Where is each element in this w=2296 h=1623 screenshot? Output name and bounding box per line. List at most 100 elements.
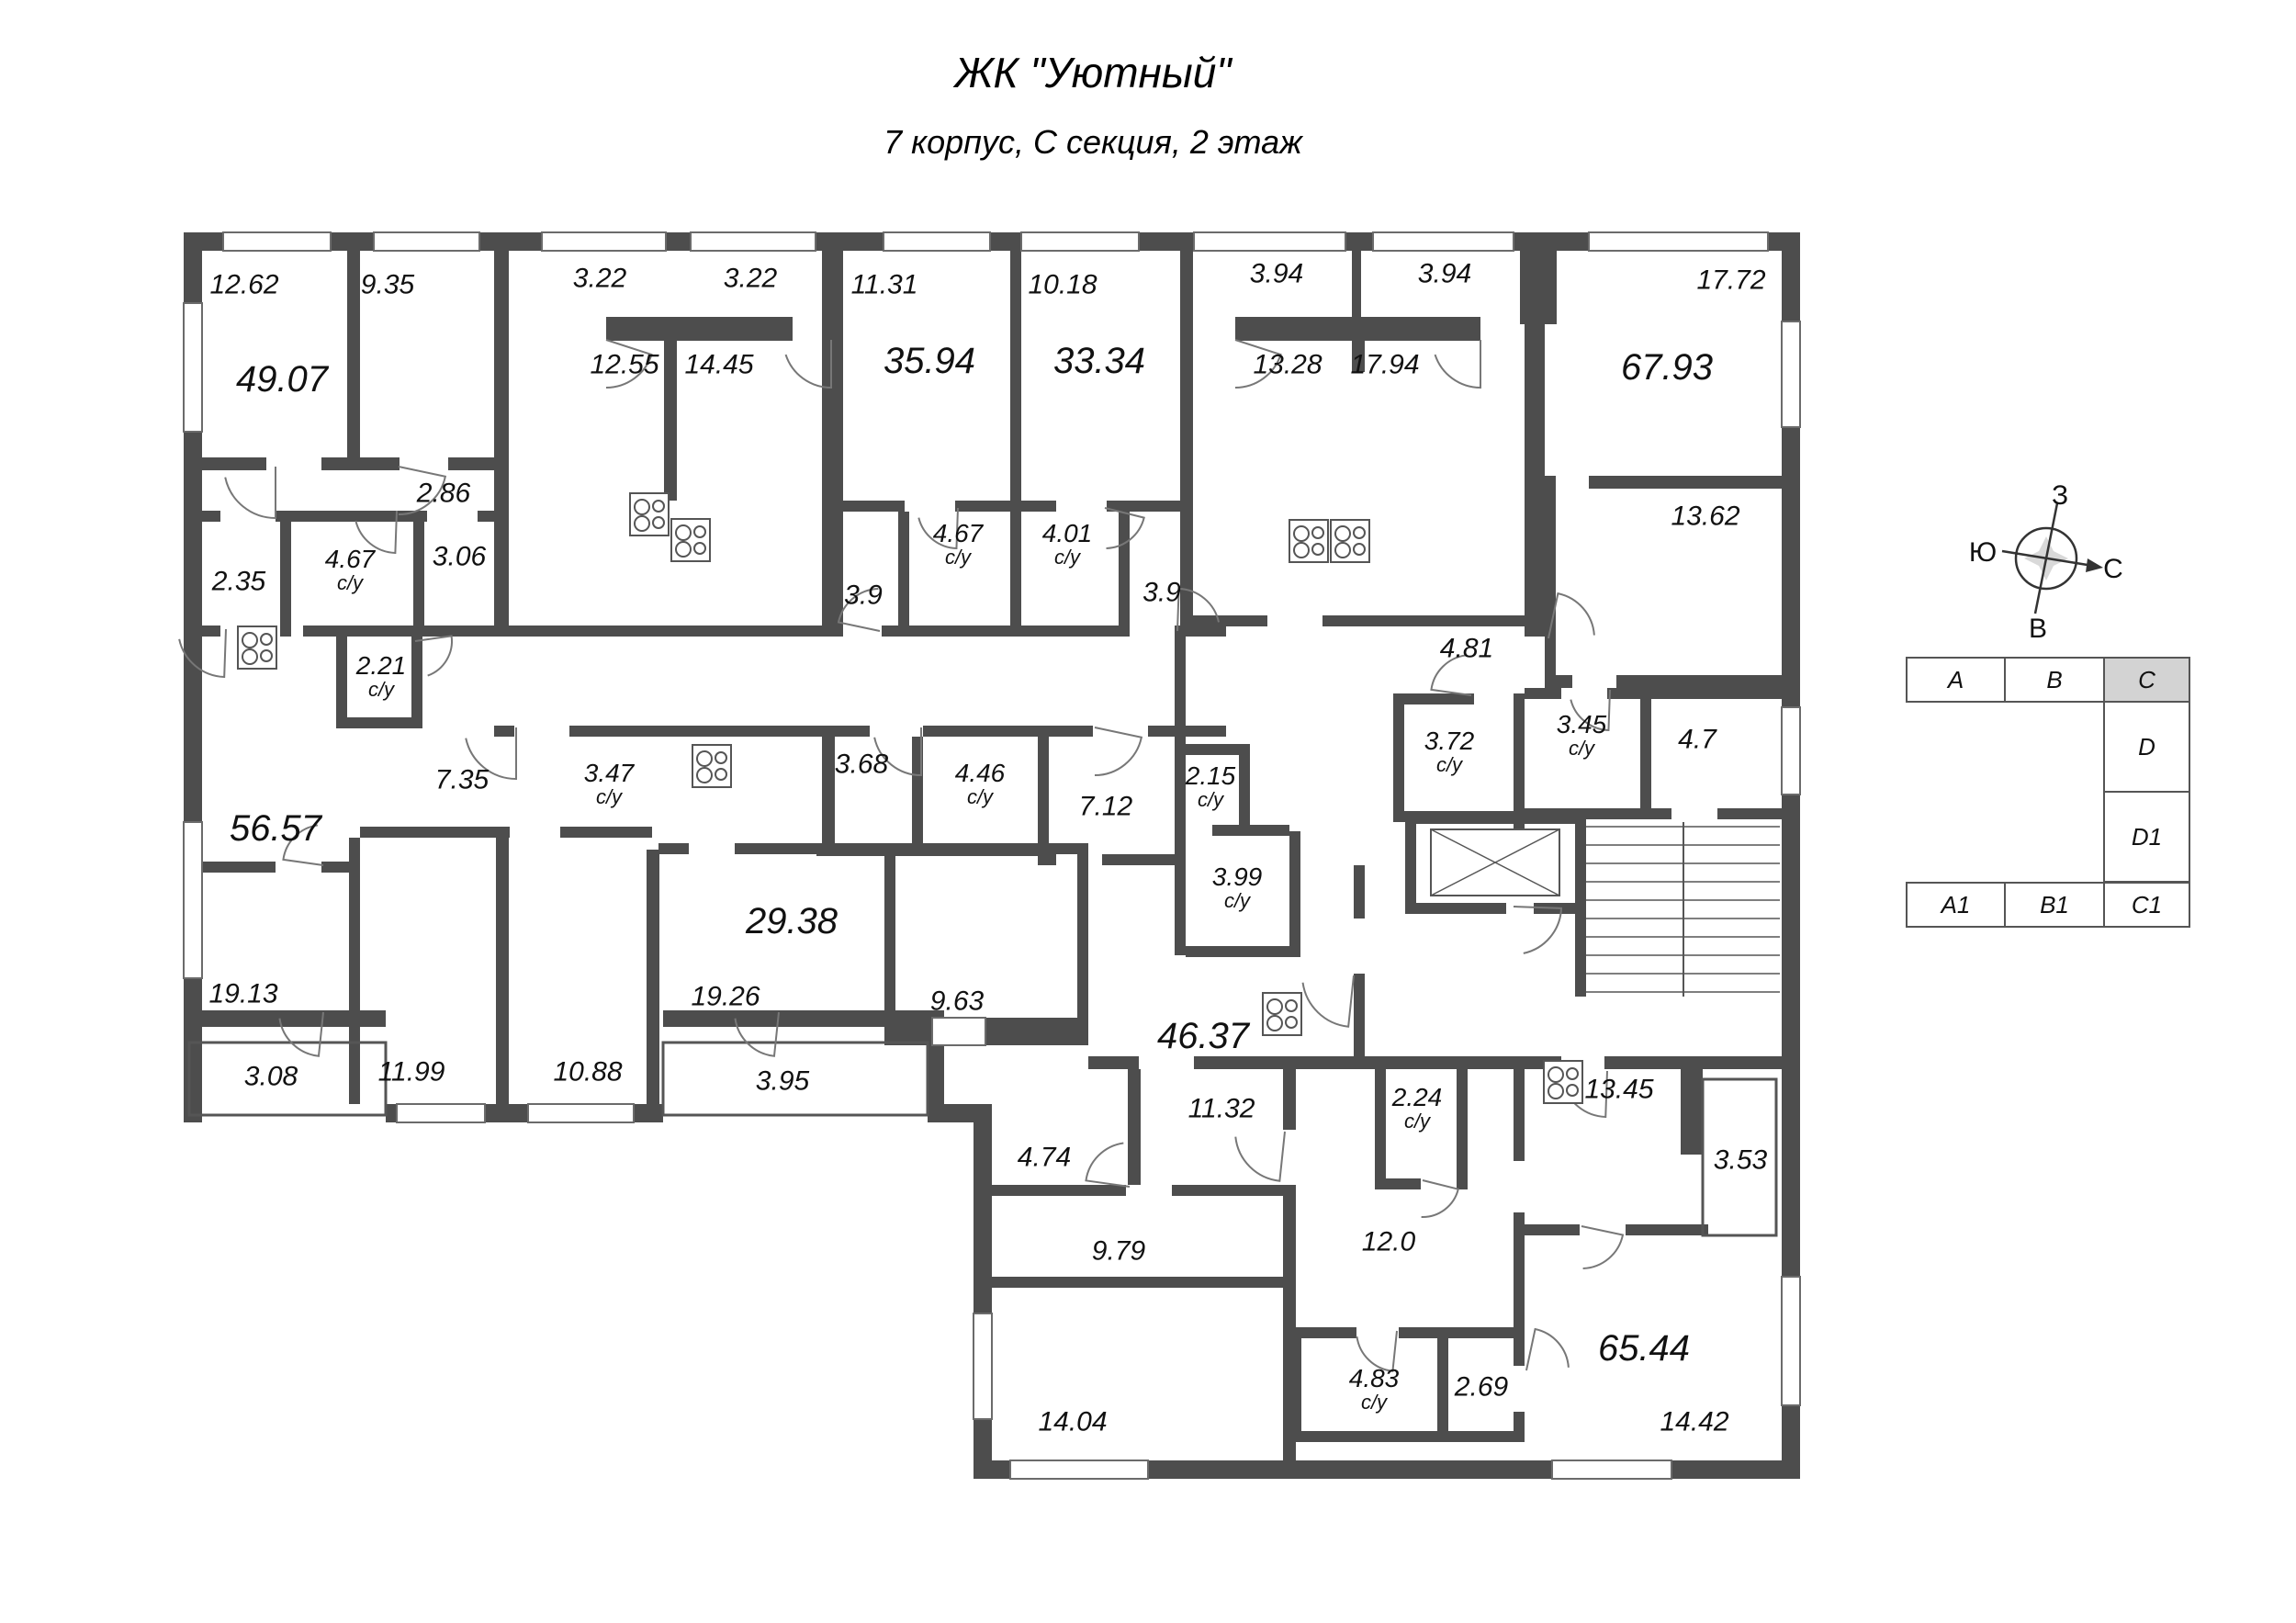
area-value: 49.07 bbox=[235, 359, 329, 400]
area-label-hall-3-22-b: 3.22 bbox=[724, 264, 777, 293]
area-value: 3.99 bbox=[1211, 862, 1263, 891]
area-label-room-3-68: 3.68 bbox=[835, 750, 888, 779]
compass-south-label: Ю bbox=[1968, 537, 1998, 568]
area-value: 56.57 bbox=[229, 808, 322, 849]
area-label-room-19-26: 19.26 bbox=[691, 982, 760, 1011]
area-value: 65.44 bbox=[1597, 1328, 1691, 1369]
area-label-room-3-9-right: 3.9 bbox=[1142, 578, 1181, 607]
windows-layer bbox=[183, 231, 1801, 1480]
section-cell-A1[interactable]: A1 bbox=[1906, 882, 2006, 928]
area-value: 3.45 bbox=[1556, 709, 1607, 738]
area-value: 7.12 bbox=[1078, 791, 1133, 822]
stove-icon bbox=[1289, 519, 1329, 563]
area-value: 29.38 bbox=[745, 901, 838, 941]
area-value: 14.04 bbox=[1038, 1406, 1108, 1437]
area-label-apt8-total: 65.44 bbox=[1598, 1329, 1690, 1368]
compass-north-label: С bbox=[2103, 554, 2123, 584]
section-cell-D1[interactable]: D1 bbox=[2103, 791, 2190, 883]
area-value: 9.63 bbox=[929, 986, 985, 1017]
area-value: 2.24 bbox=[1391, 1082, 1443, 1111]
area-value: 19.26 bbox=[691, 981, 760, 1012]
area-value: 14.42 bbox=[1660, 1406, 1729, 1437]
area-label-room-12-55: 12.55 bbox=[590, 350, 658, 379]
area-value: 3.72 bbox=[1424, 726, 1475, 755]
area-label-apt7-total: 46.37 bbox=[1157, 1017, 1249, 1055]
area-value: 4.46 bbox=[954, 758, 1006, 787]
area-value: 3.06 bbox=[432, 541, 487, 572]
area-value: 2.86 bbox=[416, 478, 471, 509]
balcony-outlines bbox=[187, 1041, 1778, 1237]
area-value: 11.99 bbox=[377, 1056, 445, 1088]
area-value: 4.81 bbox=[1439, 633, 1494, 664]
section-cell-A[interactable]: A bbox=[1906, 657, 2006, 703]
area-label-room-14-04: 14.04 bbox=[1038, 1407, 1107, 1437]
area-label-room-17-72: 17.72 bbox=[1696, 265, 1765, 295]
section-cell-D[interactable]: D bbox=[2103, 701, 2190, 793]
section-cell-C1[interactable]: C1 bbox=[2103, 882, 2190, 928]
area-label-hall-3-22-a: 3.22 bbox=[573, 264, 626, 293]
area-value: 10.88 bbox=[553, 1056, 623, 1088]
area-value: 19.13 bbox=[208, 978, 278, 1009]
section-cell-B[interactable]: B bbox=[2004, 657, 2105, 703]
compass-east-label: В bbox=[2028, 614, 2048, 644]
area-value: 3.08 bbox=[243, 1061, 298, 1092]
area-value: 3.22 bbox=[572, 263, 627, 294]
area-label-apt4-total: 67.93 bbox=[1621, 348, 1713, 387]
wc-label: с/у bbox=[1568, 737, 1595, 761]
stove-icon bbox=[670, 518, 711, 562]
area-value: 4.01 bbox=[1041, 518, 1093, 547]
elevator-icon bbox=[1430, 828, 1560, 896]
area-value: 7.35 bbox=[434, 764, 490, 795]
area-value: 12.62 bbox=[209, 269, 279, 300]
area-value: 4.67 bbox=[324, 544, 376, 573]
area-label-room-10-18: 10.18 bbox=[1028, 270, 1097, 299]
wc-label: с/у bbox=[1403, 1110, 1431, 1133]
area-value: 3.94 bbox=[1417, 258, 1472, 289]
area-value: 13.45 bbox=[1584, 1074, 1654, 1105]
doors-layer bbox=[178, 339, 1625, 1372]
wc-label: с/у bbox=[1053, 546, 1081, 569]
area-value: 3.9 bbox=[1142, 577, 1181, 608]
area-value: 3.68 bbox=[834, 749, 889, 780]
stove-icon bbox=[1330, 519, 1370, 563]
area-value: 3.94 bbox=[1249, 258, 1304, 289]
section-cell-C[interactable]: C bbox=[2103, 657, 2190, 703]
area-label-room-9-79: 9.79 bbox=[1092, 1236, 1145, 1266]
area-label-room-3-9-left: 3.9 bbox=[844, 580, 883, 610]
area-value: 11.31 bbox=[850, 269, 918, 300]
area-value: 9.79 bbox=[1091, 1235, 1146, 1267]
section-cell-B1[interactable]: B1 bbox=[2004, 882, 2105, 928]
area-label-hall-2-86: 2.86 bbox=[417, 479, 470, 508]
area-label-room-10-88: 10.88 bbox=[553, 1057, 622, 1087]
stove-icon bbox=[237, 626, 277, 670]
area-label-room-12-0: 12.0 bbox=[1362, 1227, 1415, 1257]
area-value: 13.62 bbox=[1671, 501, 1740, 532]
area-value: 3.53 bbox=[1713, 1144, 1768, 1176]
area-label-apt6-total: 29.38 bbox=[746, 902, 838, 941]
area-value: 2.21 bbox=[355, 650, 407, 680]
area-value: 17.72 bbox=[1696, 265, 1766, 296]
area-label-room-9-35: 9.35 bbox=[361, 270, 414, 299]
area-value: 9.35 bbox=[360, 269, 415, 300]
area-value: 14.45 bbox=[684, 349, 754, 380]
area-label-apt5-total: 56.57 bbox=[230, 809, 321, 848]
wc-label: с/у bbox=[1360, 1391, 1388, 1414]
area-value: 11.32 bbox=[1187, 1093, 1255, 1124]
area-label-apt3-total: 33.34 bbox=[1053, 342, 1145, 380]
area-value: 46.37 bbox=[1156, 1016, 1250, 1056]
area-label-room-13-62: 13.62 bbox=[1671, 502, 1739, 531]
area-value: 67.93 bbox=[1620, 347, 1714, 388]
wc-label: с/у bbox=[336, 571, 364, 595]
area-value: 3.9 bbox=[844, 580, 883, 611]
area-label-hall-3-94-b: 3.94 bbox=[1418, 259, 1471, 288]
